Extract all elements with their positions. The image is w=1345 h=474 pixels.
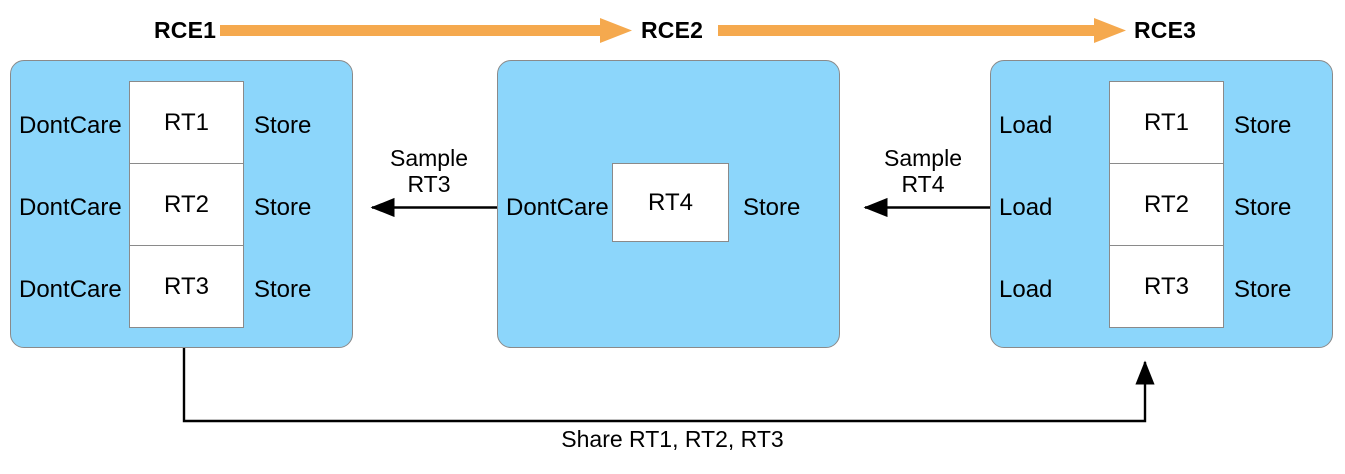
port-right-rce1-rt2: Store: [254, 194, 312, 221]
port-left-rce1-rt2: DontCare: [19, 194, 122, 221]
share-arrow-icon: [182, 348, 1155, 423]
edge-label-line2: RT4: [901, 170, 945, 197]
port-right-rce1-rt1: Store: [254, 112, 312, 139]
register-cell[interactable]: RT3: [164, 272, 209, 300]
panel-title-rce1: RCE1: [154, 17, 217, 43]
port-right-rce3-rt3: Store: [1234, 276, 1292, 303]
panel-title-rce3: RCE3: [1134, 17, 1197, 43]
port-left-rce3-rt3: Load: [999, 276, 1053, 303]
register-stack-rce1: RT1 RT2 RT3: [129, 81, 244, 328]
port-left-rce3-rt1: Load: [999, 112, 1053, 139]
rce1-to-rce2-flow-arrow-icon: [220, 18, 632, 43]
edge-label-line1: Sample: [884, 145, 962, 171]
panel-title-rce2: RCE2: [641, 17, 704, 43]
register-stack-rce2: RT4: [612, 163, 729, 242]
register-stack-rce3: RT1 RT2 RT3: [1109, 81, 1224, 328]
edge-label-line1: Sample: [390, 145, 468, 171]
register-cell[interactable]: RT2: [130, 164, 243, 246]
port-right-rce3-rt2: Store: [1234, 194, 1292, 221]
edge-label-sample-rt4: Sample RT4: [858, 145, 988, 198]
port-right-rce2-rt4: Store: [743, 194, 801, 221]
port-left-rce1-rt1: DontCare: [19, 112, 122, 139]
edge-label-share: Share RT1, RT2, RT3: [561, 426, 784, 452]
panel-rce2[interactable]: DontCare Store RT4: [497, 60, 840, 348]
edge-label-sample-rt3: Sample RT3: [364, 145, 494, 198]
panel-rce1[interactable]: DontCare DontCare DontCare Store Store S…: [10, 60, 353, 348]
register-cell[interactable]: RT3: [1144, 272, 1189, 300]
register-cell[interactable]: RT1: [1110, 82, 1223, 164]
rce2-to-rce3-flow-arrow-icon: [718, 18, 1126, 43]
port-left-rce3-rt2: Load: [999, 194, 1053, 221]
edge-label-line2: RT3: [407, 170, 451, 197]
port-left-rce2-rt4: DontCare: [506, 194, 609, 221]
register-cell[interactable]: RT1: [130, 82, 243, 164]
port-left-rce1-rt3: DontCare: [19, 276, 122, 303]
port-right-rce1-rt3: Store: [254, 276, 312, 303]
panel-rce3[interactable]: Load Load Load Store Store Store RT1 RT2…: [990, 60, 1333, 348]
port-right-rce3-rt1: Store: [1234, 112, 1292, 139]
register-cell[interactable]: RT2: [1110, 164, 1223, 246]
register-cell[interactable]: RT4: [648, 188, 693, 216]
